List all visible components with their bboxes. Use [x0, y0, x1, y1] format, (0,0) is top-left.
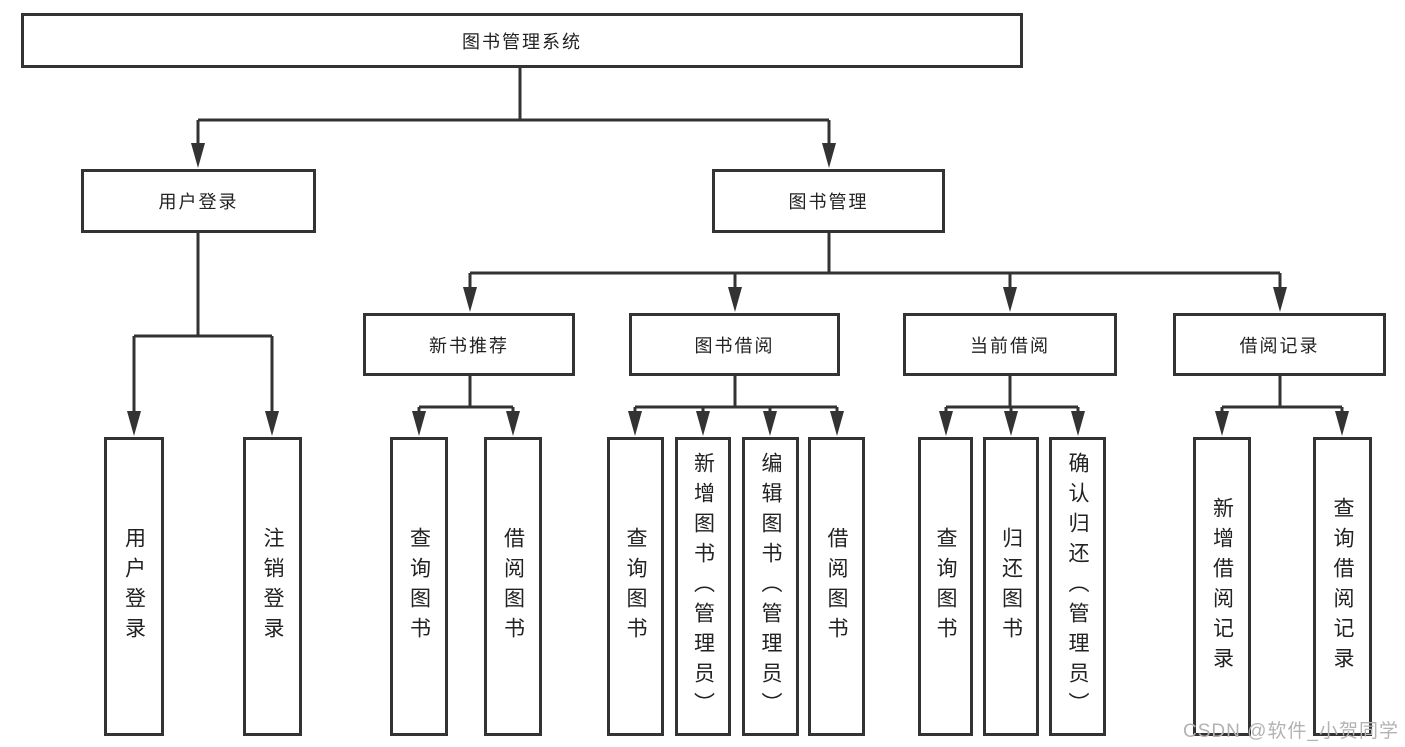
node-borrow-records: 借阅记录: [1173, 313, 1386, 376]
node-label: 新增借阅记录: [1210, 496, 1234, 677]
node-label: 用户登录: [122, 526, 146, 647]
leaf-user-login: 用户登录: [104, 437, 164, 736]
node-new-book-recommend: 新书推荐: [363, 313, 575, 376]
leaf-add-book-admin: 新增图书（管理员）: [675, 437, 731, 736]
node-label: 确认归还（管理员）: [1066, 451, 1089, 722]
node-label: 图书管理系统: [462, 31, 582, 52]
node-label: 查询图书: [624, 526, 647, 647]
connector-borrow-records-group: [1220, 376, 1344, 413]
node-user-login: 用户登录: [81, 169, 316, 233]
arrowheads-user-login-group: [127, 411, 279, 436]
node-label: 图书借阅: [694, 335, 775, 356]
node-label: 查询借阅记录: [1331, 496, 1354, 677]
leaf-logout: 注销登录: [243, 437, 302, 736]
csdn-watermark: CSDN @软件_小贺同学: [1183, 721, 1399, 742]
leaf-query-borrow-record: 查询借阅记录: [1313, 437, 1372, 736]
node-label: 查询图书: [934, 526, 957, 647]
arrowheads-book-management-group: [463, 287, 1287, 312]
node-label: 注销登录: [261, 526, 284, 647]
connector-current-borrow-group: [944, 376, 1080, 413]
node-label: 查询图书: [407, 526, 431, 647]
arrowheads-current-borrow-group: [939, 411, 1085, 436]
leaf-query-books-recommend: 查询图书: [390, 437, 448, 736]
node-label: 新书推荐: [429, 335, 509, 356]
node-label: 借阅图书: [501, 526, 525, 647]
node-label: 当前借阅: [970, 335, 1050, 356]
leaf-borrow-books: 借阅图书: [808, 437, 865, 736]
node-label: 编辑图书（管理员）: [759, 451, 782, 722]
connector-book-management-group: [468, 233, 1282, 289]
leaf-borrow-books-recommend: 借阅图书: [484, 437, 542, 736]
connector-root-to-level2: [196, 66, 831, 145]
node-label: 用户登录: [158, 192, 239, 212]
node-book-management: 图书管理: [712, 169, 945, 233]
node-current-borrow: 当前借阅: [903, 313, 1117, 376]
arrowheads-book-borrow-group: [628, 411, 844, 436]
node-label: 借阅记录: [1239, 335, 1320, 356]
node-book-borrow: 图书借阅: [629, 313, 840, 376]
connector-new-book-group: [417, 376, 515, 413]
leaf-add-borrow-record: 新增借阅记录: [1193, 437, 1251, 736]
leaf-query-books-borrow: 查询图书: [607, 437, 664, 736]
arrowheads-root-to-level2: [191, 143, 836, 168]
node-label: 新增图书（管理员）: [691, 451, 715, 722]
leaf-confirm-return-admin: 确认归还（管理员）: [1049, 437, 1106, 736]
arrowheads-new-book-group: [412, 411, 520, 436]
node-library-system-root: 图书管理系统: [21, 13, 1023, 68]
node-label: 借阅图书: [825, 526, 848, 647]
node-label: 图书管理: [788, 192, 869, 212]
leaf-edit-book-admin: 编辑图书（管理员）: [742, 437, 799, 736]
leaf-query-books-current: 查询图书: [918, 437, 973, 736]
node-label: 归还图书: [999, 526, 1023, 647]
arrowheads-borrow-records-group: [1215, 411, 1349, 436]
connector-user-login-group: [132, 233, 274, 413]
leaf-return-book: 归还图书: [983, 437, 1039, 736]
connector-book-borrow-group: [633, 376, 839, 413]
